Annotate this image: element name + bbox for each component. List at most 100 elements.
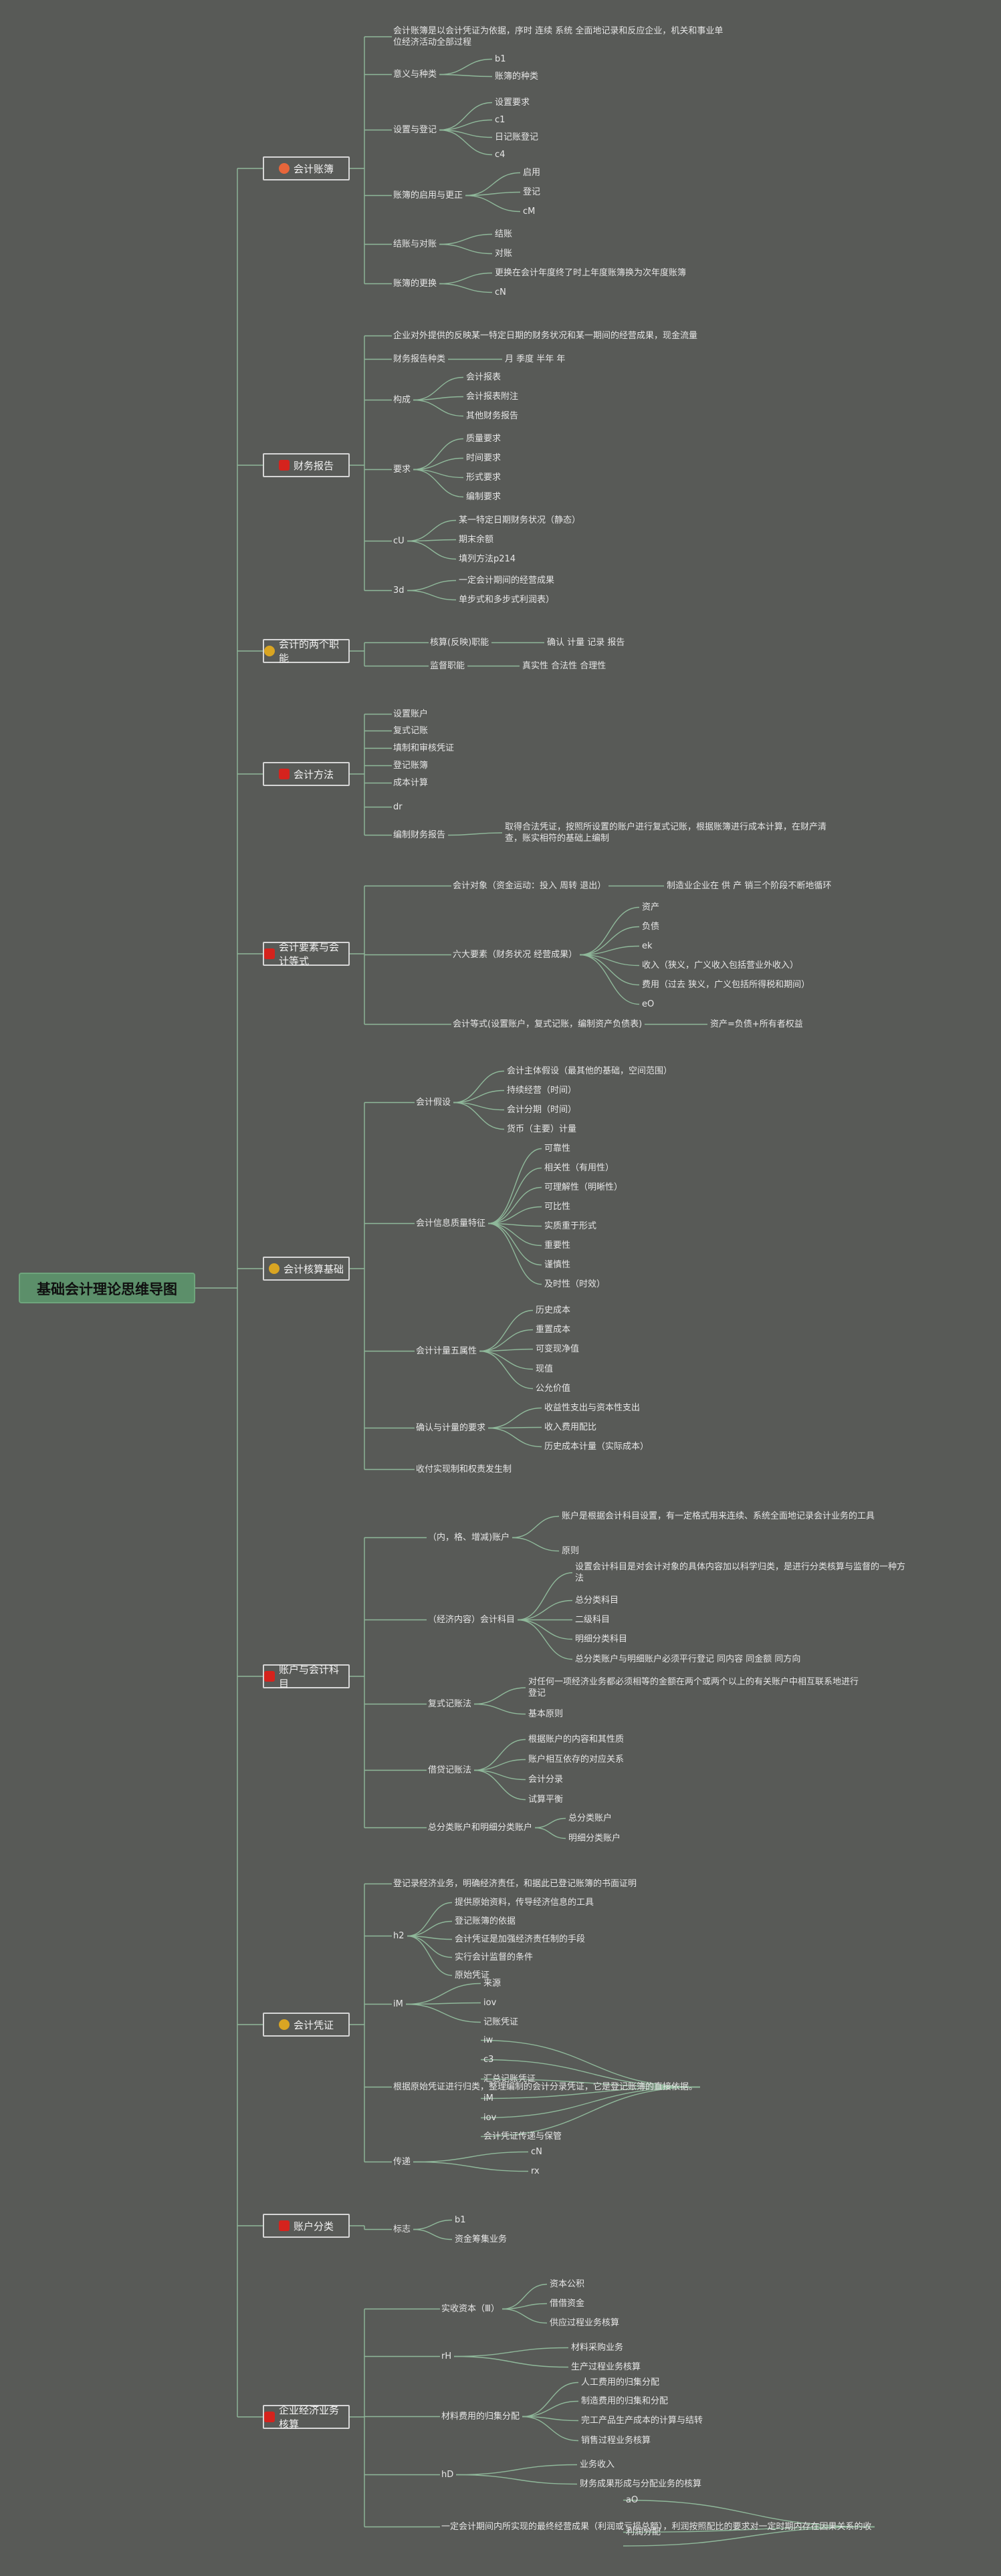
node-label[interactable]: c1 xyxy=(495,115,506,125)
node-label[interactable]: 根据账户的内容和其性质 xyxy=(528,1734,625,1745)
node-label[interactable]: 根据原始凭证进行归类，整理编制的会计分录凭证，它是登记账簿的直接依据。 xyxy=(393,2082,698,2092)
node-label[interactable]: 标志 xyxy=(393,2224,411,2234)
node-label[interactable]: 材料费用的归集分配 xyxy=(441,2412,520,2422)
node-label[interactable]: 对任何一项经济业务都必须相等的金额在两个或两个以上的有关账户中相互联系地进行登记 xyxy=(528,1677,859,1698)
node-label[interactable]: 设置会计科目是对会计对象的具体内容加以科学归类，是进行分类核算与监督的一种方法 xyxy=(575,1562,906,1583)
node-label[interactable]: 时间要求 xyxy=(466,453,502,463)
node-label[interactable]: 质量要求 xyxy=(466,434,502,444)
node-label[interactable]: 公允价值 xyxy=(536,1384,571,1394)
node-label[interactable]: 会计凭证传递与保管 xyxy=(483,2132,562,2142)
node-label[interactable]: 期末余额 xyxy=(459,535,494,545)
node-label[interactable]: 会计对象（资金运动：投入 周转 退出） xyxy=(453,881,606,891)
node-label[interactable]: 制造业企业在 供 产 销三个阶段不断地循环 xyxy=(667,881,832,891)
node-label[interactable]: c4 xyxy=(495,150,506,160)
node-label[interactable]: h2 xyxy=(393,1931,405,1941)
node-label[interactable]: 某一特定日期财务状况（静态） xyxy=(459,515,581,525)
node-label[interactable]: 构成 xyxy=(393,395,411,405)
node-label[interactable]: 可比性 xyxy=(544,1202,571,1212)
node-label[interactable]: b1 xyxy=(455,2215,466,2225)
node-label[interactable]: 确认与计量的要求 xyxy=(416,1423,486,1433)
main-topic[interactable]: 会计要素与会计等式 xyxy=(263,941,350,967)
node-label[interactable]: 记账凭证 xyxy=(483,2017,519,2027)
node-label[interactable]: 基本原则 xyxy=(528,1709,564,1719)
node-label[interactable]: （经济内容）会计科目 xyxy=(428,1615,516,1625)
node-label[interactable]: 账簿的启用与更正 xyxy=(393,190,463,201)
node-label[interactable]: 单步式和多步式利润表） xyxy=(459,595,555,605)
node-label[interactable]: rH xyxy=(441,2351,452,2361)
node-label[interactable]: 结账与对账 xyxy=(393,239,437,249)
node-label[interactable]: 意义与种类 xyxy=(393,70,437,80)
node-label[interactable]: 明细分类科目 xyxy=(575,1634,628,1644)
node-label[interactable]: 月 季度 半年 年 xyxy=(505,354,566,364)
node-label[interactable]: 会计等式(设置账户，复式记账，编制资产负债表) xyxy=(453,1019,643,1029)
node-label[interactable]: ek xyxy=(642,941,653,951)
node-label[interactable]: 总分类账户与明细账户必须平行登记 同内容 同金额 同方向 xyxy=(575,1654,801,1664)
node-label[interactable]: 借贷记账法 xyxy=(428,1765,472,1775)
node-label[interactable]: 日记账登记 xyxy=(495,132,539,142)
node-label[interactable]: 试算平衡 xyxy=(528,1795,564,1805)
node-label[interactable]: 利润分配 xyxy=(626,2527,661,2537)
node-label[interactable]: 货币（主要）计量 xyxy=(507,1124,577,1134)
main-topic[interactable]: 会计账簿 xyxy=(263,156,350,180)
node-label[interactable]: 历史成本计量（实际成本） xyxy=(544,1442,649,1452)
node-label[interactable]: 业务收入 xyxy=(580,2460,615,2470)
node-label[interactable]: 会计分录 xyxy=(528,1775,564,1785)
node-label[interactable]: 持续经营（时间） xyxy=(507,1085,577,1096)
node-label[interactable]: 真实性 合法性 合理性 xyxy=(522,661,606,671)
node-label[interactable]: 一定会计期间内所实现的最终经营成果（利润或亏损总额），利润按照配比的要求对一定时… xyxy=(441,2522,872,2532)
main-topic[interactable]: 会计的两个职能 xyxy=(263,638,350,664)
node-label[interactable]: 设置要求 xyxy=(495,98,530,108)
node-label[interactable]: （内，格、增减)账户 xyxy=(428,1533,510,1543)
node-label[interactable]: 可理解性（明晰性） xyxy=(544,1182,623,1192)
node-label[interactable]: 传递 xyxy=(393,2157,411,2167)
node-label[interactable]: 负债 xyxy=(642,922,660,932)
node-label[interactable]: 成本计算 xyxy=(393,778,429,788)
node-label[interactable]: 监督职能 xyxy=(430,661,465,671)
node-label[interactable]: 可变现净值 xyxy=(536,1344,580,1354)
node-label[interactable]: 3d xyxy=(393,586,405,596)
node-label[interactable]: 会计分期（时间） xyxy=(507,1105,577,1115)
node-label[interactable]: 会计报表附注 xyxy=(466,392,519,402)
node-label[interactable]: 登记录经济业务，明确经济责任，和据此已登记账簿的书面证明 xyxy=(393,1879,637,1889)
node-label[interactable]: cN xyxy=(531,2147,542,2157)
node-label[interactable]: 会计凭证是加强经济责任制的手段 xyxy=(455,1934,586,1944)
node-label[interactable]: 会计信息质量特征 xyxy=(416,1218,486,1229)
node-label[interactable]: 生产过程业务核算 xyxy=(571,2362,641,2372)
node-label[interactable]: 账户是根据会计科目设置，有一定格式用来连续、系统全面地记录会计业务的工具 xyxy=(562,1511,875,1521)
node-label[interactable]: 人工费用的归集分配 xyxy=(581,2377,660,2388)
node-label[interactable]: c3 xyxy=(483,2055,494,2065)
node-label[interactable]: 供应过程业务核算 xyxy=(550,2318,620,2328)
node-label[interactable]: 谨慎性 xyxy=(544,1260,571,1270)
node-label[interactable]: 编制财务报告 xyxy=(393,830,446,840)
node-label[interactable]: 完工产品生产成本的计算与结转 xyxy=(581,2416,703,2426)
main-topic[interactable]: 财务报告 xyxy=(263,453,350,477)
node-label[interactable]: 原始凭证 xyxy=(455,1970,490,1980)
node-label[interactable]: 财务报告种类 xyxy=(393,354,446,364)
node-label[interactable]: 资本公积 xyxy=(550,2279,585,2289)
main-topic[interactable]: 会计核算基础 xyxy=(263,1257,350,1281)
main-topic[interactable]: 账户分类 xyxy=(263,2214,350,2238)
node-label[interactable]: rx xyxy=(531,2166,540,2176)
node-label[interactable]: 编制要求 xyxy=(466,492,502,502)
main-topic[interactable]: 企业经济业务核算 xyxy=(263,2404,350,2430)
node-label[interactable]: 更换在会计年度终了时上年度账簿换为次年度账簿 xyxy=(495,268,687,278)
node-label[interactable]: dr xyxy=(393,802,403,812)
node-label[interactable]: aO xyxy=(626,2495,639,2505)
node-label[interactable]: 取得合法凭证，按照所设置的账户进行复式记账，根据账簿进行成本计算，在财产清查，账… xyxy=(505,822,827,844)
node-label[interactable]: 收益性支出与资本性支出 xyxy=(544,1403,641,1413)
node-label[interactable]: 实质重于形式 xyxy=(544,1221,597,1231)
node-label[interactable]: 登记账簿 xyxy=(393,761,429,771)
node-label[interactable]: 对账 xyxy=(495,249,513,259)
node-label[interactable]: 历史成本 xyxy=(536,1305,571,1315)
node-label[interactable]: 汇总记账凭证 xyxy=(483,2074,536,2084)
node-label[interactable]: 资产 xyxy=(642,902,660,912)
root-topic[interactable]: 基础会计理论思维导图 xyxy=(19,1273,195,1303)
node-label[interactable]: 销售过程业务核算 xyxy=(581,2436,651,2446)
node-label[interactable]: 要求 xyxy=(393,465,411,475)
node-label[interactable]: 制造费用的归集和分配 xyxy=(581,2396,669,2406)
node-label[interactable]: b1 xyxy=(495,54,506,64)
node-label[interactable]: 借借资金 xyxy=(550,2299,585,2309)
node-label[interactable]: 账簿的更换 xyxy=(393,279,437,289)
node-label[interactable]: iM xyxy=(393,1999,403,2009)
node-label[interactable]: 核算(反映)职能 xyxy=(430,638,489,648)
